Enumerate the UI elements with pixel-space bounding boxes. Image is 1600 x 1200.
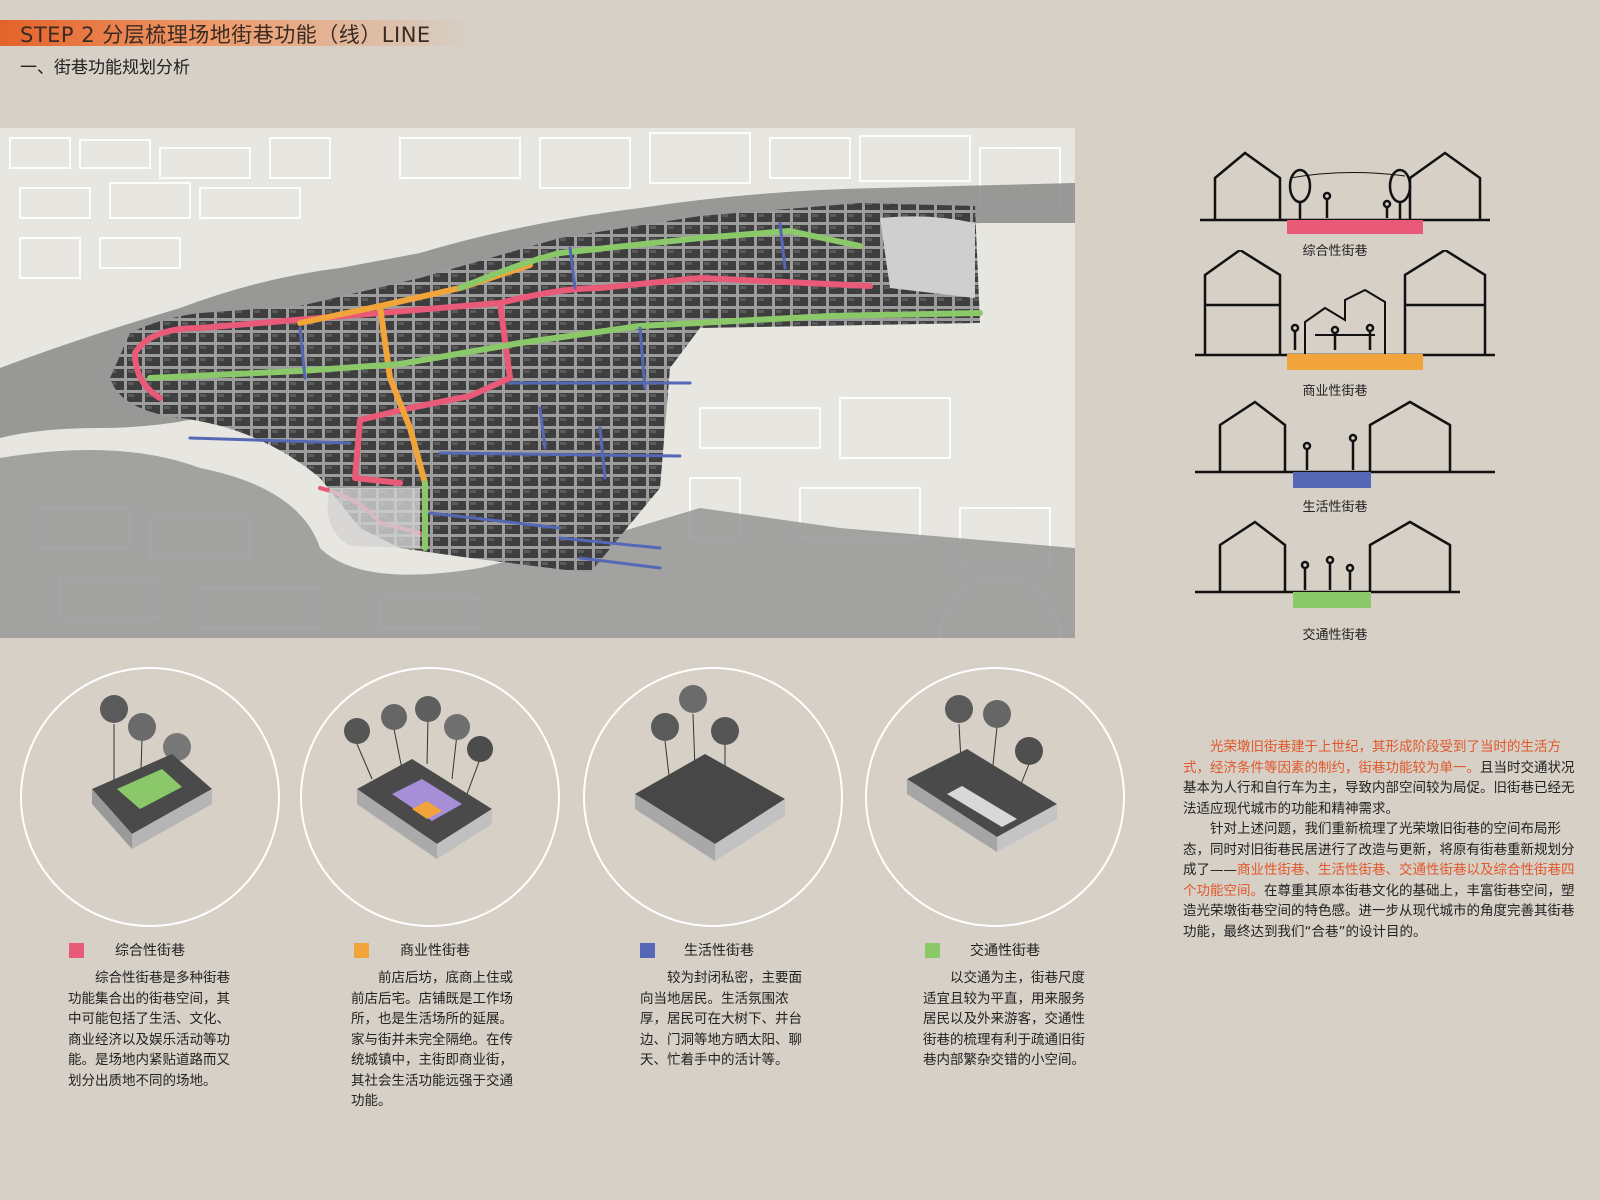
axon-commercial-drawing xyxy=(344,696,493,859)
axon-traffic-drawing xyxy=(907,695,1057,852)
plaza xyxy=(880,216,975,298)
legend-description-composite: 综合性街巷是多种街巷功能集合出的街巷空间，其中可能包括了生活、文化、商业经济以及… xyxy=(68,970,230,1089)
section-color-bar xyxy=(1287,220,1423,234)
main-description: 光荣墩旧街巷建于上世纪，其形成阶段受到了当时的生活方式，经济条件等因素的制约，街… xyxy=(1183,737,1583,942)
section-label: 综合性街巷 xyxy=(1302,244,1368,259)
historic-blocks xyxy=(110,203,980,573)
site-plan-map xyxy=(0,128,1075,699)
axon-living-drawing xyxy=(635,685,785,861)
section-composite-drawing xyxy=(1200,151,1490,234)
main-p1-highlight: 光荣墩旧街巷建于上世纪，其形成阶段受到了当时的生活方式，经济条件等因素的制约，街… xyxy=(1183,739,1561,776)
axon-circle-composite xyxy=(20,667,280,927)
section-living-drawing xyxy=(1195,400,1495,488)
river-south xyxy=(0,450,1075,638)
main-p1-rest: 且当时交通状况基本为人行和自行车为主，导致内部空间较为局促。旧街巷已经无法适应现… xyxy=(1183,759,1575,817)
section-commercial-drawing xyxy=(1195,250,1495,370)
traffic-street xyxy=(147,310,983,381)
composite-street xyxy=(497,275,873,306)
main-p2-intro: 针对上述问题，我们重新梳理了光荣墩旧街巷的空间布局形态，同时对旧街巷民居进行了改… xyxy=(1183,821,1575,878)
legend-label-living: 生活性街巷 xyxy=(684,943,754,959)
axon-circle-living xyxy=(583,667,843,927)
title-bar xyxy=(0,20,470,46)
axon-circle-traffic xyxy=(865,667,1125,927)
legend-description-living: 较为封闭私密，主要面向当地居民。生活氛围浓厚，居民可在大树下、井台边、门洞等地方… xyxy=(640,970,802,1068)
main-paragraph-1: 光荣墩旧街巷建于上世纪，其形成阶段受到了当时的生活方式，经济条件等因素的制约，街… xyxy=(1183,737,1583,819)
section-color-bar xyxy=(1293,592,1371,608)
site-plan-svg xyxy=(0,128,1075,699)
main-p2-highlight: 商业性街巷、生活性街巷、交通性街巷以及综合性街巷四个功能空间。 xyxy=(1183,862,1575,899)
legend-swatch-traffic xyxy=(925,943,940,958)
axon-composite-drawing xyxy=(92,695,212,849)
legend-label-traffic: 交通性街巷 xyxy=(970,943,1040,959)
section-living: 生活性街巷 xyxy=(1195,400,1505,515)
page-subtitle: 一、街巷功能规划分析 xyxy=(20,58,190,78)
section-composite: 综合性街巷 xyxy=(1195,148,1505,259)
composite-street xyxy=(132,300,513,486)
commercial-street xyxy=(377,303,428,486)
street-network xyxy=(132,221,983,570)
legend-label-composite: 综合性街巷 xyxy=(115,943,185,959)
main-p2-rest: 在尊重其原本街巷文化的基础上，丰富街巷空间，塑造光荣墩街巷空间的特色感。进一步从… xyxy=(1183,882,1575,940)
legend-swatch-living xyxy=(640,943,655,958)
page-title: STEP 2 分层梳理场地街巷功能（线）LINE xyxy=(20,23,431,47)
courtyard xyxy=(327,488,420,548)
section-color-bar xyxy=(1293,472,1371,488)
legend-swatch-composite xyxy=(69,943,84,958)
section-commercial: 商业性街巷 xyxy=(1195,250,1505,399)
main-paragraph-2: 针对上述问题，我们重新梳理了光荣墩旧街巷的空间布局形态，同时对旧街巷民居进行了改… xyxy=(1183,819,1583,942)
section-label: 交通性街巷 xyxy=(1302,628,1368,643)
legend-description-traffic: 以交通为主，街巷尺度适宜且较为平直，用来服务居民以及外来游客，交通性街巷的梳理有… xyxy=(923,970,1085,1068)
section-label: 生活性街巷 xyxy=(1302,500,1368,515)
traffic-street xyxy=(457,228,863,291)
legend-swatch-commercial xyxy=(354,943,369,958)
section-label: 商业性街巷 xyxy=(1302,384,1368,399)
legend-label-commercial: 商业性街巷 xyxy=(400,943,470,959)
axon-circle-commercial xyxy=(300,667,560,927)
section-traffic: 交通性街巷 xyxy=(1195,520,1505,643)
section-color-bar xyxy=(1287,354,1423,370)
living-streets xyxy=(188,221,787,570)
section-traffic-drawing xyxy=(1195,520,1460,608)
legend-description-commercial: 前店后坊，底商上住或前店后宅。店铺既是工作场所，也是生活场所的延展。家与街并未完… xyxy=(351,970,513,1109)
